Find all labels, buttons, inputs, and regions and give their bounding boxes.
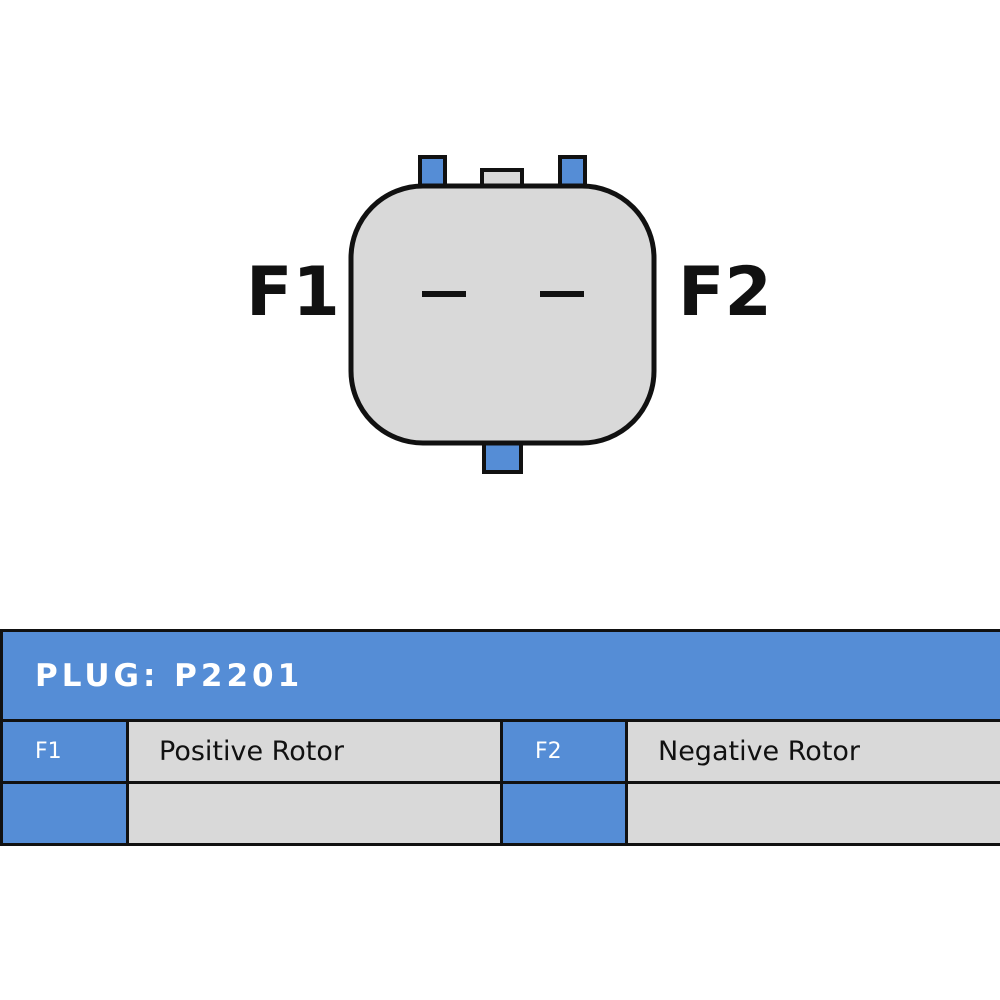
pin-id-cell: F1 [0, 719, 129, 784]
pin-function-cell [625, 781, 1000, 846]
pin-label-f2: F2 [678, 253, 772, 332]
pinout-table: PLUG: P2201 F1 Positive Rotor F2 Negativ… [0, 629, 1000, 846]
connector-pin-slot-f2 [540, 291, 584, 297]
pin-label-f1: F1 [246, 253, 340, 332]
connector-pin-slot-f1 [422, 291, 466, 297]
plug-title: PLUG: P2201 [0, 629, 1000, 722]
connector-diagram: F1 F2 [246, 155, 772, 474]
pin-function-cell: Negative Rotor [625, 719, 1000, 784]
pin-id-cell: F2 [500, 719, 628, 784]
pin-function-cell [126, 781, 503, 846]
table-header-row: PLUG: P2201 [0, 629, 1000, 722]
pin-id-cell [500, 781, 628, 846]
pin-id-cell [0, 781, 129, 846]
table-row: F1 Positive Rotor F2 Negative Rotor [0, 719, 1000, 784]
table-row [0, 781, 1000, 846]
connector-body [348, 183, 657, 446]
pin-function-cell: Positive Rotor [126, 719, 503, 784]
